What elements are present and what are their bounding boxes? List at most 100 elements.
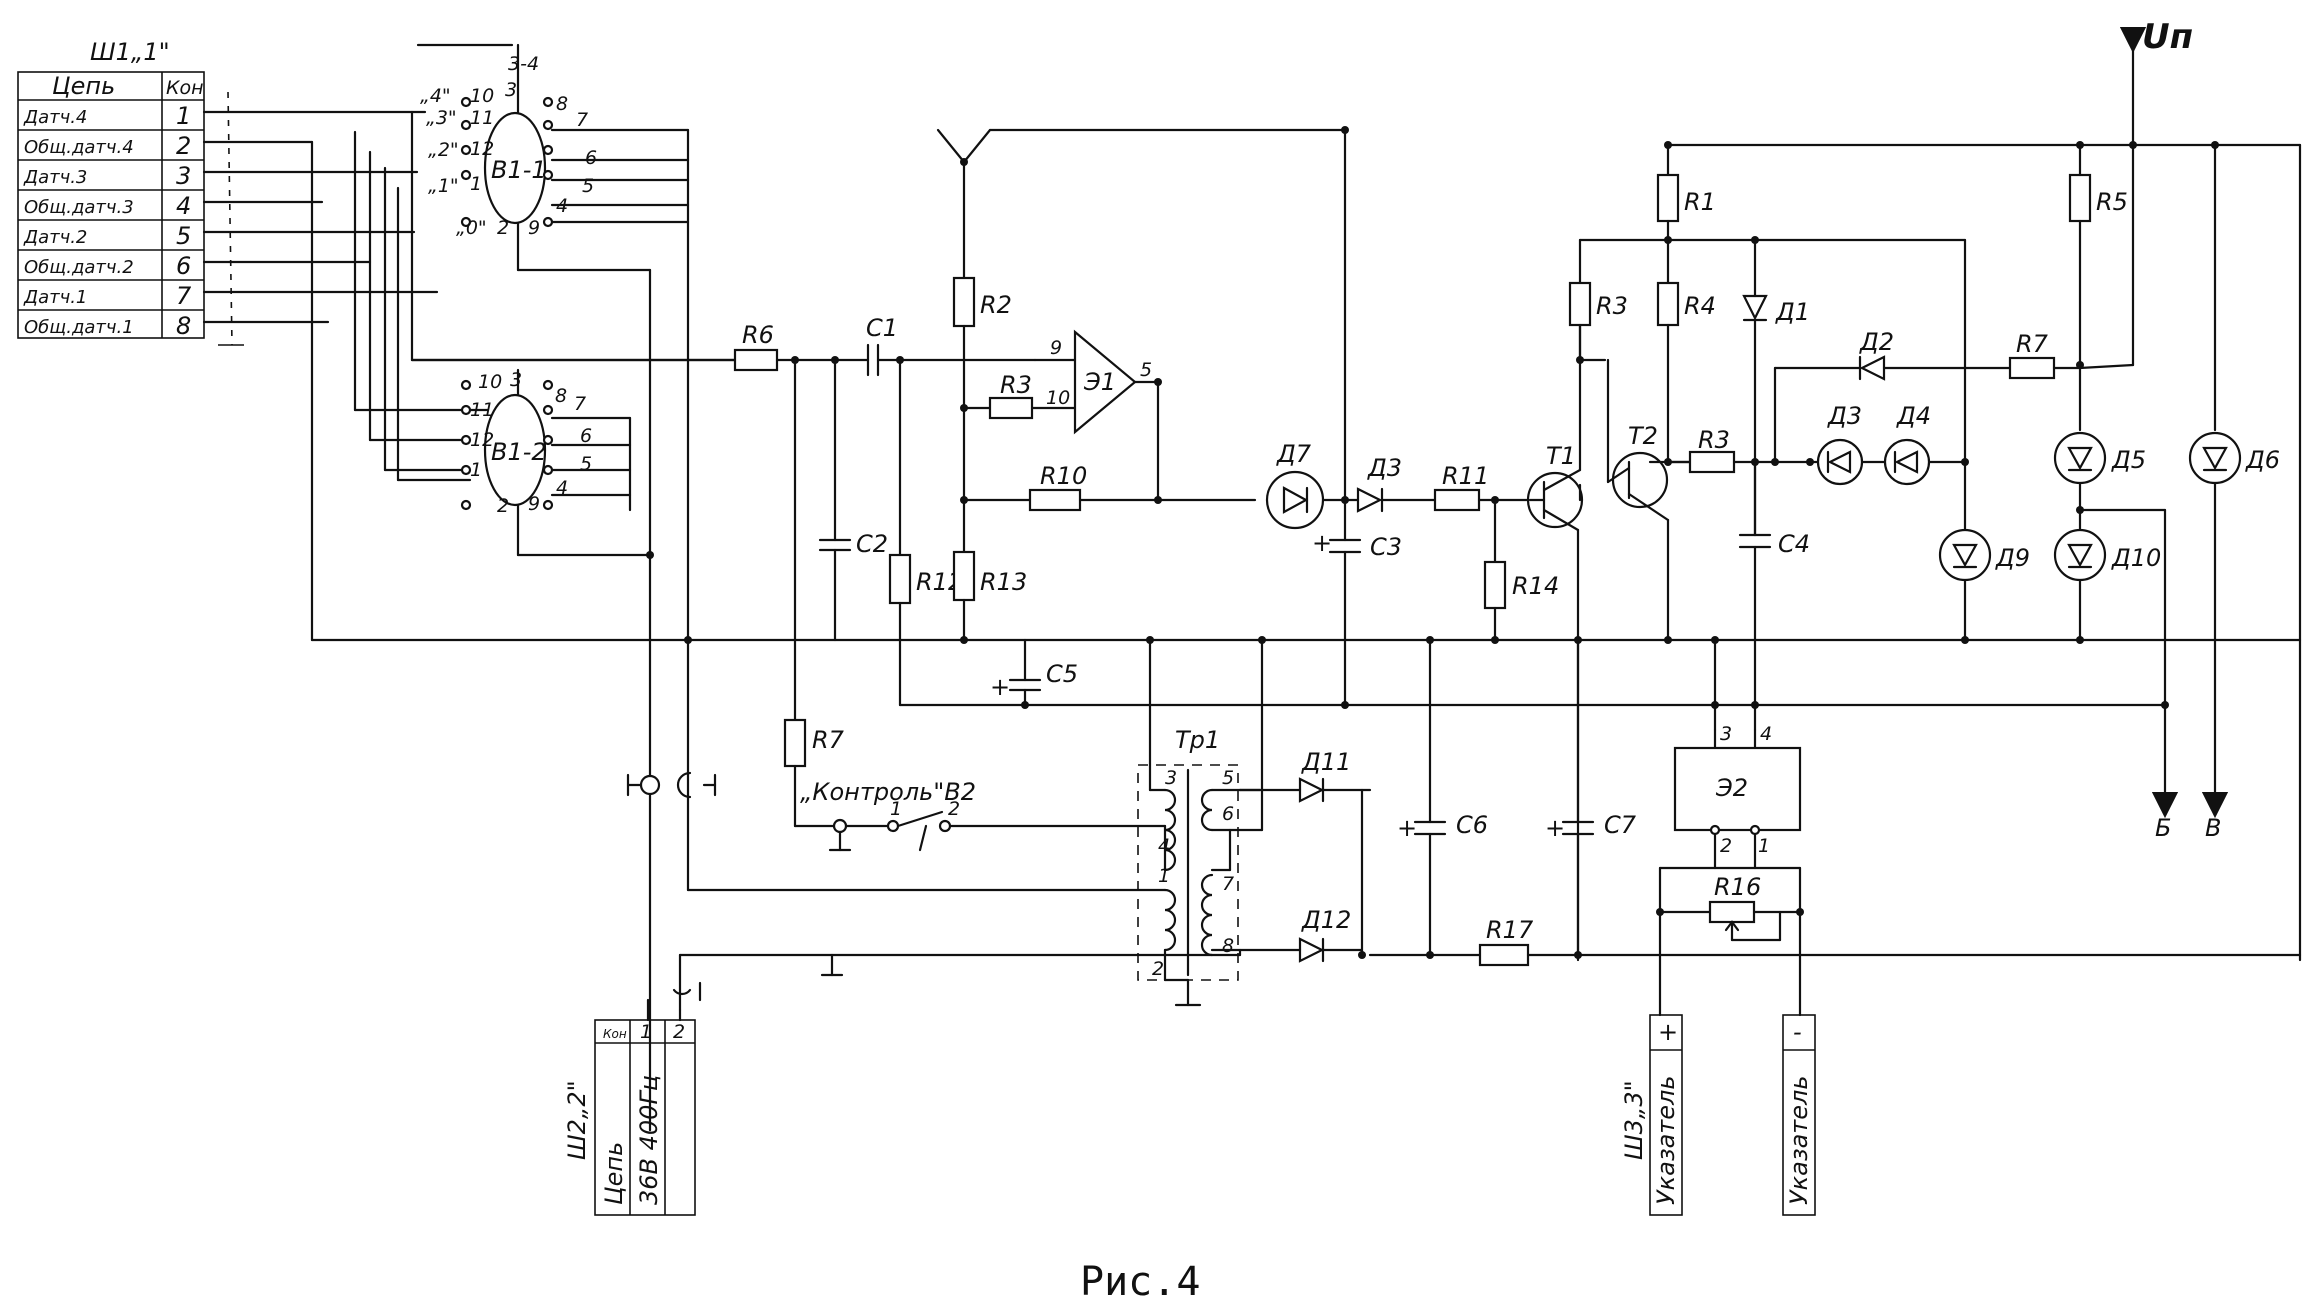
tr1-label: Тр1 — [1175, 726, 1220, 754]
r3a-label: R3 — [1000, 371, 1032, 399]
b1-2-pin: 6 — [580, 425, 592, 447]
detector-stage: Д7 Д3 R11 + C3 R14 Т1 R3 — [988, 128, 1967, 962]
r7-label: R7 — [812, 726, 845, 754]
r2-label: R2 — [980, 291, 1012, 319]
tr1-pin: 7 — [1222, 873, 1234, 895]
junction-dots — [646, 126, 2219, 959]
c6-label: C6 — [1456, 811, 1488, 839]
d2-label: Д2 — [1859, 328, 1894, 356]
sh1-row-pin: 2 — [176, 132, 191, 160]
transformer-tr1: Тр1 3 4 1 2 5 6 7 8 — [686, 638, 1372, 1007]
sh1-header-pin: Кон — [166, 77, 204, 99]
sh2-header-pin: Кон — [603, 1027, 627, 1041]
tr1-pin: 1 — [1158, 865, 1170, 887]
t2-label: Т2 — [1628, 422, 1658, 450]
r10-label: R10 — [1040, 462, 1087, 490]
sh3-minus: - — [1793, 1018, 1802, 1046]
e2-pin: 1 — [1758, 835, 1770, 857]
b1-1-pin: 1 — [470, 173, 482, 195]
b1-2-label: В1-2 — [491, 438, 547, 466]
sh1-row-pin: 1 — [176, 102, 191, 130]
e1-pin: 10 — [1046, 387, 1070, 409]
b1-2-pin: 3 — [510, 369, 522, 391]
r16-label: R16 — [1714, 873, 1761, 901]
switch-b1-2: В1-2 10 11 12 1 2 3 8 7 6 5 4 9 — [460, 368, 652, 557]
b1-2-pin: 8 — [555, 385, 567, 407]
sh3-title: Ш3„3" — [1620, 1080, 1648, 1160]
c3-plus: + — [1312, 529, 1332, 557]
d9-label: Д9 — [1995, 544, 2030, 572]
sh1-row-name: Датч.2 — [23, 227, 87, 248]
d3b-label: Д3 — [1827, 402, 1862, 430]
b1-1-pin: 3 — [505, 79, 517, 101]
d1-label: Д1 — [1775, 298, 1810, 326]
c5-label: C5 — [1046, 660, 1078, 688]
c5-plus: + — [990, 673, 1010, 701]
sh1-row-pin: 6 — [176, 252, 191, 280]
sh1-row-name: Общ.датч.3 — [24, 197, 134, 218]
c6-plus: + — [1397, 814, 1417, 842]
tr1-pin: 5 — [1222, 767, 1234, 789]
supply-label: Uп — [2142, 17, 2193, 57]
r3b-label: R3 — [1596, 292, 1628, 320]
d5-label: Д5 — [2111, 446, 2146, 474]
sh1-title: Ш1„1" — [90, 38, 170, 66]
r17-label: R17 — [1486, 916, 1534, 944]
sh3-terminal-label: Указатель — [1652, 1075, 1680, 1205]
e2-pin: 2 — [1720, 835, 1732, 857]
c4-label: C4 — [1778, 530, 1810, 558]
control-switch-pin: 2 — [948, 798, 960, 820]
r1-label: R1 — [1684, 188, 1716, 216]
output-v-label: В — [2205, 814, 2221, 842]
b1-1-position: „2" — [428, 139, 459, 161]
r14-label: R14 — [1512, 572, 1559, 600]
e2-pin: 3 — [1720, 723, 1732, 745]
sh1-row-name: Датч.4 — [23, 107, 87, 128]
sh3-plus: + — [1658, 1018, 1678, 1046]
d10-label: Д10 — [2111, 544, 2161, 572]
sh1-row-pin: 5 — [176, 222, 191, 250]
b1-2-pin: 9 — [528, 493, 540, 515]
d11-label: Д11 — [1301, 748, 1351, 776]
sh1-row-name: Датч.1 — [23, 287, 87, 308]
r11-label: R11 — [1442, 462, 1489, 490]
sh1-row-pin: 8 — [176, 312, 191, 340]
control-switch-b2[interactable]: „Контроль"В2 1 2 — [800, 778, 976, 852]
b1-1-position: 3-4 — [508, 53, 539, 75]
sensor-wires — [202, 110, 1432, 642]
b1-1-position: „3" — [426, 107, 457, 129]
connector-sh1: Ш1„1" Цепь Кон Датч.4 1 Общ.датч.4 2 Дат… — [17, 38, 244, 346]
sh1-row-name: Общ.датч.4 — [24, 137, 134, 158]
b1-1-pin: 7 — [576, 109, 588, 131]
b1-2-pin: 5 — [580, 453, 592, 475]
b1-1-pin: 12 — [470, 138, 494, 160]
sh2-row-name: 36В 400Гц — [635, 1075, 663, 1205]
sh2-title: Ш2„2" — [563, 1080, 591, 1160]
b1-1-pin: 6 — [585, 147, 597, 169]
b1-2-pin: 2 — [497, 495, 509, 517]
b1-2-pin: 10 — [478, 371, 502, 393]
r7b-label: R7 — [2016, 330, 2049, 358]
control-switch-pin: 1 — [890, 798, 902, 820]
sh2-header-circuit: Цепь — [600, 1142, 628, 1205]
tr1-pin: 2 — [1152, 958, 1164, 980]
output-b-label: Б — [2155, 814, 2171, 842]
control-switch-label: „Контроль"В2 — [800, 778, 976, 806]
b1-2-pin: 1 — [470, 459, 482, 481]
b1-1-position: „4" — [420, 85, 451, 107]
r5-label: R5 — [2096, 188, 2128, 216]
e2-label: Э2 — [1715, 774, 1748, 802]
b1-1-position: „1" — [428, 175, 459, 197]
b1-1-pin: 11 — [470, 107, 494, 129]
b1-1-pin: 9 — [528, 217, 540, 239]
e1-pin: 5 — [1140, 359, 1152, 381]
r4-label: R4 — [1684, 292, 1716, 320]
r13-label: R13 — [980, 568, 1027, 596]
sh2-pin: 1 — [640, 1021, 652, 1043]
d6-label: Д6 — [2245, 446, 2280, 474]
input-stage: R6 C1 R7 C2 R12 R2 R13 — [410, 128, 1347, 828]
e2-pin: 4 — [1760, 723, 1772, 745]
b1-2-pin: 4 — [556, 477, 568, 499]
sh3-terminal-label: Указатель — [1785, 1075, 1813, 1205]
